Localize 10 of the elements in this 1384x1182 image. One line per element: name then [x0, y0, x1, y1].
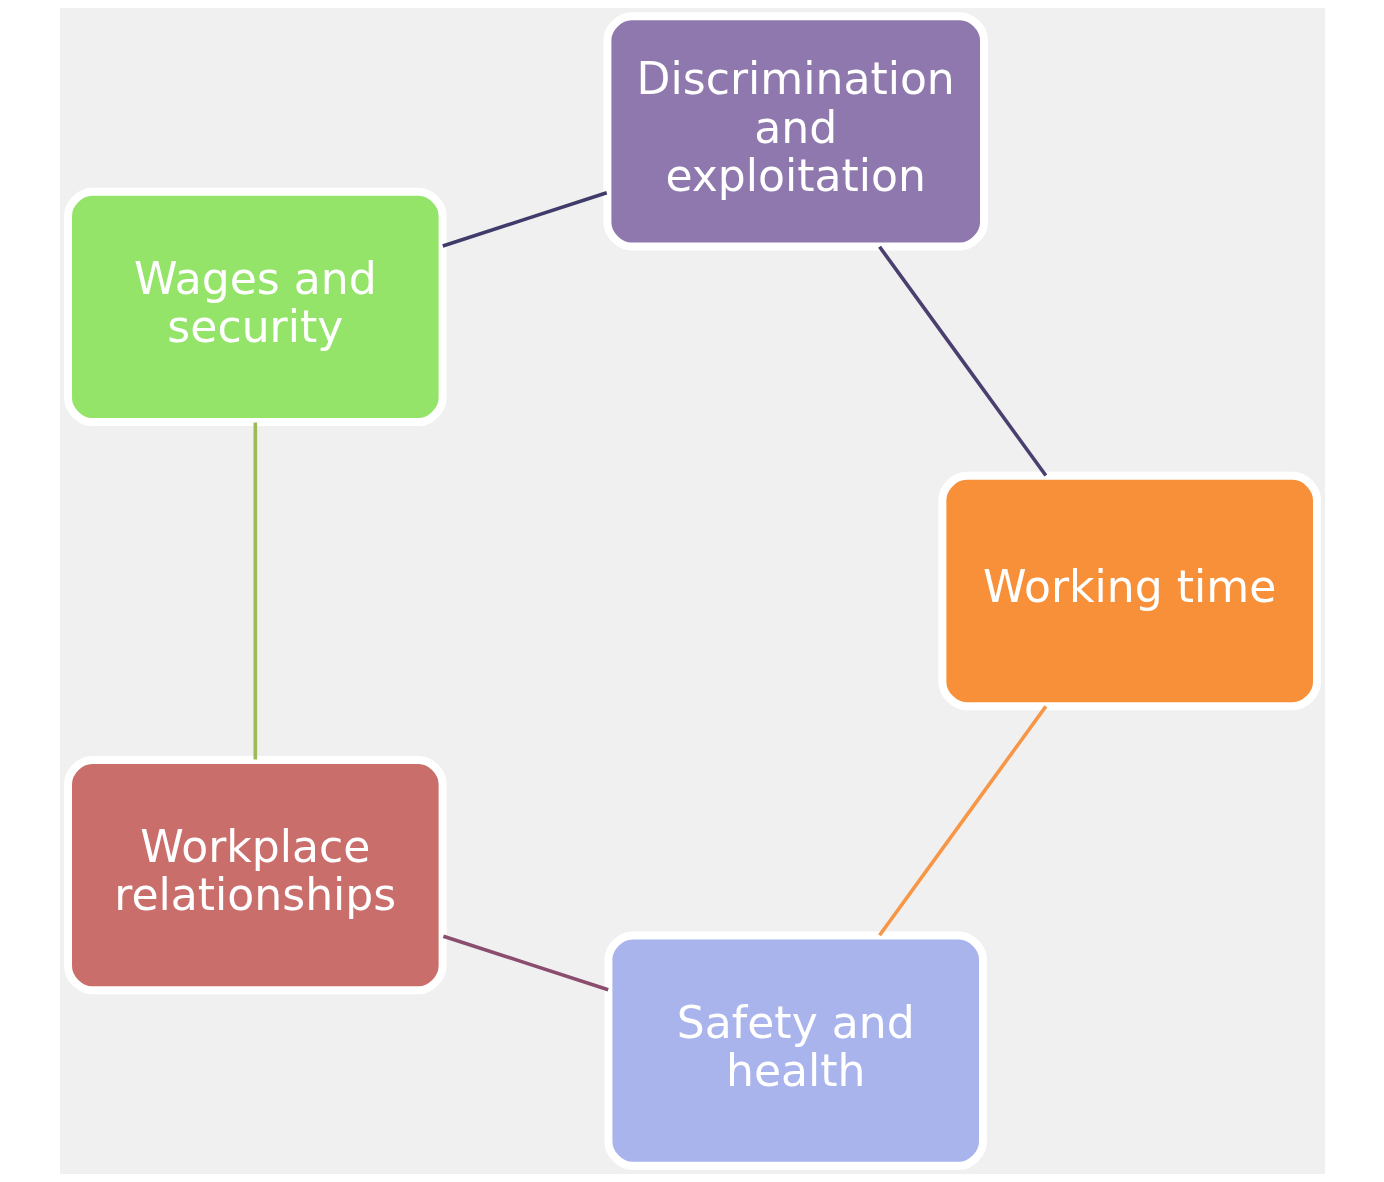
node-box: Safety and health [603, 931, 987, 1170]
node-box: Discrimination and exploitation [602, 12, 988, 251]
connector [253, 422, 257, 760]
connector [442, 934, 609, 992]
connector [877, 245, 1047, 477]
connector [877, 705, 1047, 937]
node-box: Wages and security [63, 187, 447, 427]
node-box: Workplace relationships [63, 755, 447, 995]
connector [441, 191, 607, 248]
node-box: Working time [937, 471, 1321, 711]
